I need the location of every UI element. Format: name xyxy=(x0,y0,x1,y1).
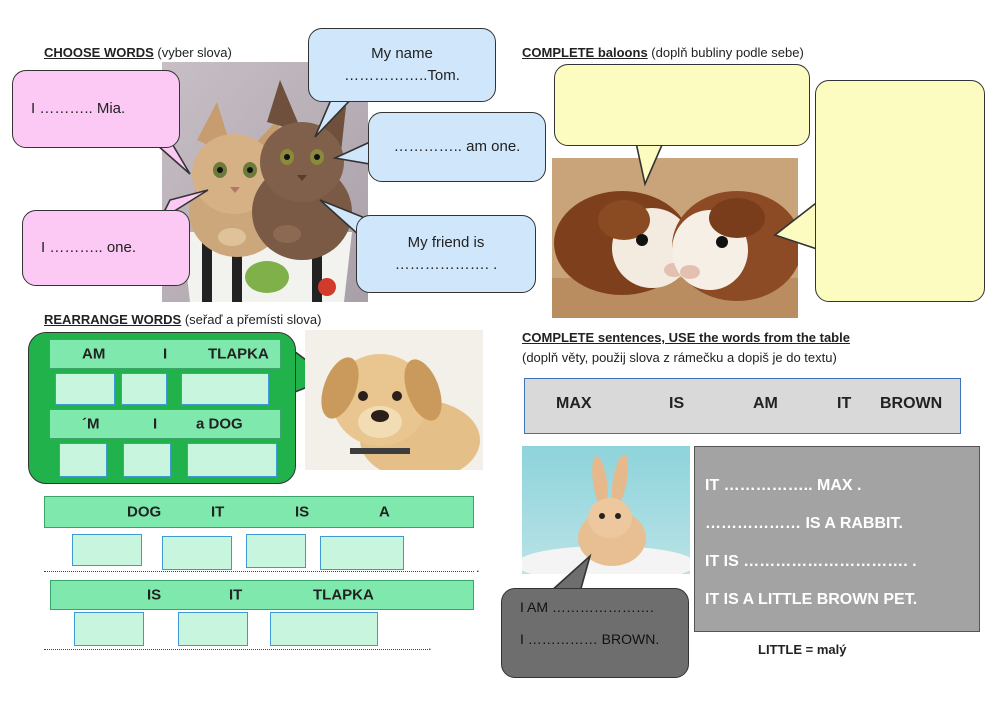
bubble-mia-text: I ……….. Mia. xyxy=(31,100,126,118)
sentence-end-dot: . xyxy=(428,638,432,653)
balloon-blank-top[interactable] xyxy=(554,64,810,146)
word-chip: IS xyxy=(295,503,310,521)
answer-box[interactable] xyxy=(246,534,306,568)
rabbit-photo xyxy=(522,446,690,574)
sentence-line: IT IS …………………………. . xyxy=(705,553,917,570)
complete-sentences-subheading: (doplň věty, použij slova z rámečku a do… xyxy=(522,350,837,365)
answer-box[interactable] xyxy=(59,443,107,477)
rabbit-bubble: I AM …………………. I …………… BROWN. xyxy=(501,588,689,678)
answer-box[interactable] xyxy=(320,536,404,570)
word-table: MAX IS AM IT BROWN xyxy=(524,378,961,434)
rearrange-row1: AM I TLAPKA xyxy=(49,339,281,369)
word-chip: IT xyxy=(229,586,243,604)
sentence-line: IT IS A LITTLE BROWN PET. xyxy=(705,591,918,608)
bubble-tom-line1: My name xyxy=(371,45,433,63)
word-chip: ´M xyxy=(82,415,100,433)
sentence-line: IT …………….. MAX . xyxy=(705,477,862,494)
bubble-mia: I ……….. Mia. xyxy=(12,70,180,148)
balloon-blank-right[interactable] xyxy=(815,80,985,302)
answer-box[interactable] xyxy=(121,373,167,405)
vocab-note: LITTLE = malý xyxy=(758,642,847,657)
word-chip: A xyxy=(379,503,390,521)
word-chip: I xyxy=(163,345,168,363)
answer-box[interactable] xyxy=(74,612,144,646)
bubble-one-text: I ……….. one. xyxy=(41,239,137,257)
answer-box[interactable] xyxy=(162,536,232,570)
rearrange-row2: ´M I a DOG xyxy=(49,409,281,439)
bubble-one: I ……….. one. xyxy=(22,210,190,286)
word-chip: AM xyxy=(82,345,106,363)
word-chip: IS xyxy=(147,586,162,604)
table-word: MAX xyxy=(556,395,592,412)
bubble-friend: My friend is ………………. . xyxy=(356,215,536,293)
word-chip: I xyxy=(153,415,158,433)
word-chip: TLAPKA xyxy=(313,586,374,604)
writing-line[interactable] xyxy=(44,644,428,650)
bubble-tom: My name ……………..Tom. xyxy=(308,28,496,102)
answer-box[interactable] xyxy=(123,443,171,477)
writing-line[interactable] xyxy=(44,566,474,572)
rearrange-row4: IS IT TLAPKA xyxy=(50,580,474,610)
word-chip: DOG xyxy=(127,503,162,521)
answer-box[interactable] xyxy=(187,443,277,477)
answer-box[interactable] xyxy=(270,612,378,646)
word-chip: IT xyxy=(211,503,225,521)
word-chip: a DOG xyxy=(196,415,243,433)
green-bubble: AM I TLAPKA ´M I a DOG xyxy=(28,332,296,484)
answer-box[interactable] xyxy=(178,612,248,646)
complete-sentences-heading: COMPLETE sentences, USE the words from t… xyxy=(522,330,850,345)
sentence-box: IT …………….. MAX . ……………… IS A RABBIT. IT … xyxy=(694,446,980,632)
bubble-am-one: ………….. am one. xyxy=(368,112,546,182)
table-word: AM xyxy=(753,395,778,412)
rearrange-words-heading: REARRANGE WORDS (seřaď a přemísti slova) xyxy=(44,312,322,327)
table-word: IT xyxy=(837,395,852,412)
complete-balloons-heading: COMPLETE baloons (doplň bubliny podle se… xyxy=(522,45,804,60)
sentence-line: ……………… IS A RABBIT. xyxy=(705,515,903,532)
answer-box[interactable] xyxy=(72,534,142,566)
answer-box[interactable] xyxy=(55,373,115,405)
bubble-tom-line2: ……………..Tom. xyxy=(344,67,460,84)
guinea-pigs-photo xyxy=(552,158,798,318)
puppy-photo xyxy=(305,330,483,470)
bubble-am-one-text: ………….. am one. xyxy=(393,138,521,156)
rabbit-bubble-line2: I …………… BROWN. xyxy=(520,631,660,647)
table-word: BROWN xyxy=(880,395,943,412)
bubble-friend-line1: My friend is xyxy=(407,234,485,252)
rabbit-bubble-line1: I AM …………………. xyxy=(520,599,654,615)
sentence-end-dot: . xyxy=(476,560,480,575)
bubble-friend-line2: ………………. . xyxy=(394,256,498,273)
choose-words-heading: CHOOSE WORDS (vyber slova) xyxy=(44,45,232,60)
rearrange-row3: DOG IT IS A xyxy=(44,496,474,528)
word-chip: TLAPKA xyxy=(208,345,269,363)
table-word: IS xyxy=(669,395,685,412)
answer-box[interactable] xyxy=(181,373,269,405)
